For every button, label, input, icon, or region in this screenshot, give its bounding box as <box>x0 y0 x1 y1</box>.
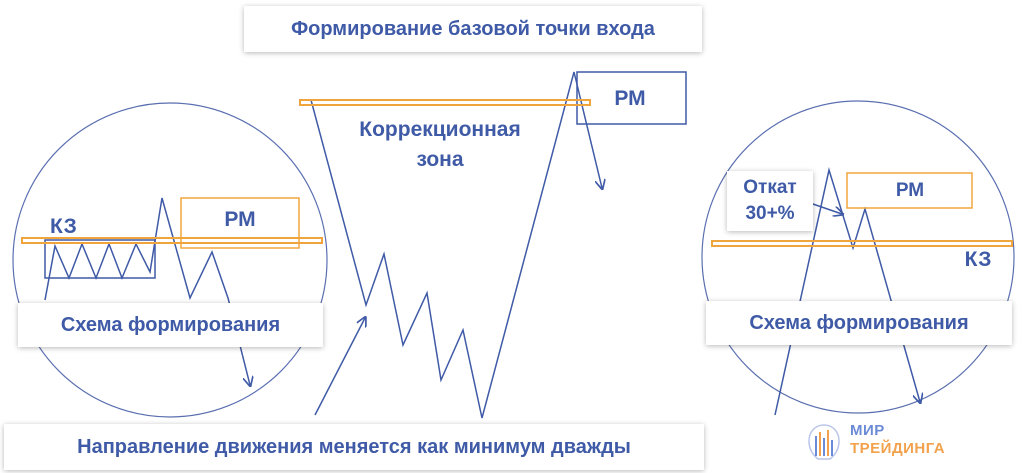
top-title: Формирование базовой точки входа <box>244 6 702 52</box>
center-zigzag <box>310 71 602 419</box>
center-rm-box <box>576 71 687 125</box>
correction-zone-line2: зона <box>416 148 464 171</box>
right-rm-box <box>846 172 973 209</box>
left-scheme-circle <box>12 102 328 418</box>
bottom-caption: Направление движения меняется как миниму… <box>4 424 704 470</box>
left-kz-label: КЗ <box>50 215 77 238</box>
pullback-arrow <box>809 202 842 214</box>
logo-line1: МИР <box>850 422 885 439</box>
correction-zone-line1: Коррекционная <box>359 118 521 141</box>
pullback-line1: Откат <box>743 177 797 198</box>
right-caption: Схема формирования <box>706 301 1012 345</box>
center-rm-label: РМ <box>614 87 646 110</box>
left-zigzag <box>44 197 250 385</box>
pullback-line2: 30+% <box>745 203 795 224</box>
top-title-text: Формирование базовой точки входа <box>291 17 655 40</box>
right-scheme-circle <box>701 100 1015 414</box>
right-kz-label: КЗ <box>964 248 992 271</box>
direction-arrow <box>314 318 365 416</box>
logo-icon <box>808 424 840 460</box>
right-zigzag <box>774 167 920 416</box>
center-level <box>299 99 591 106</box>
correction-zone-label: Коррекционная зона <box>330 115 550 175</box>
pullback-label: Откат 30+% <box>727 171 813 231</box>
left-rm-label: РМ <box>224 208 256 231</box>
left-caption: Схема формирования <box>18 303 323 347</box>
left-kz-level <box>21 237 323 244</box>
logo: МИР ТРЕЙДИНГА <box>806 422 956 462</box>
left-kz-box <box>44 239 156 279</box>
left-rm-box <box>180 197 300 249</box>
right-kz-level <box>711 240 1013 247</box>
right-rm-label: РМ <box>895 180 925 201</box>
logo-line2: ТРЕЙДИНГА <box>850 440 946 457</box>
